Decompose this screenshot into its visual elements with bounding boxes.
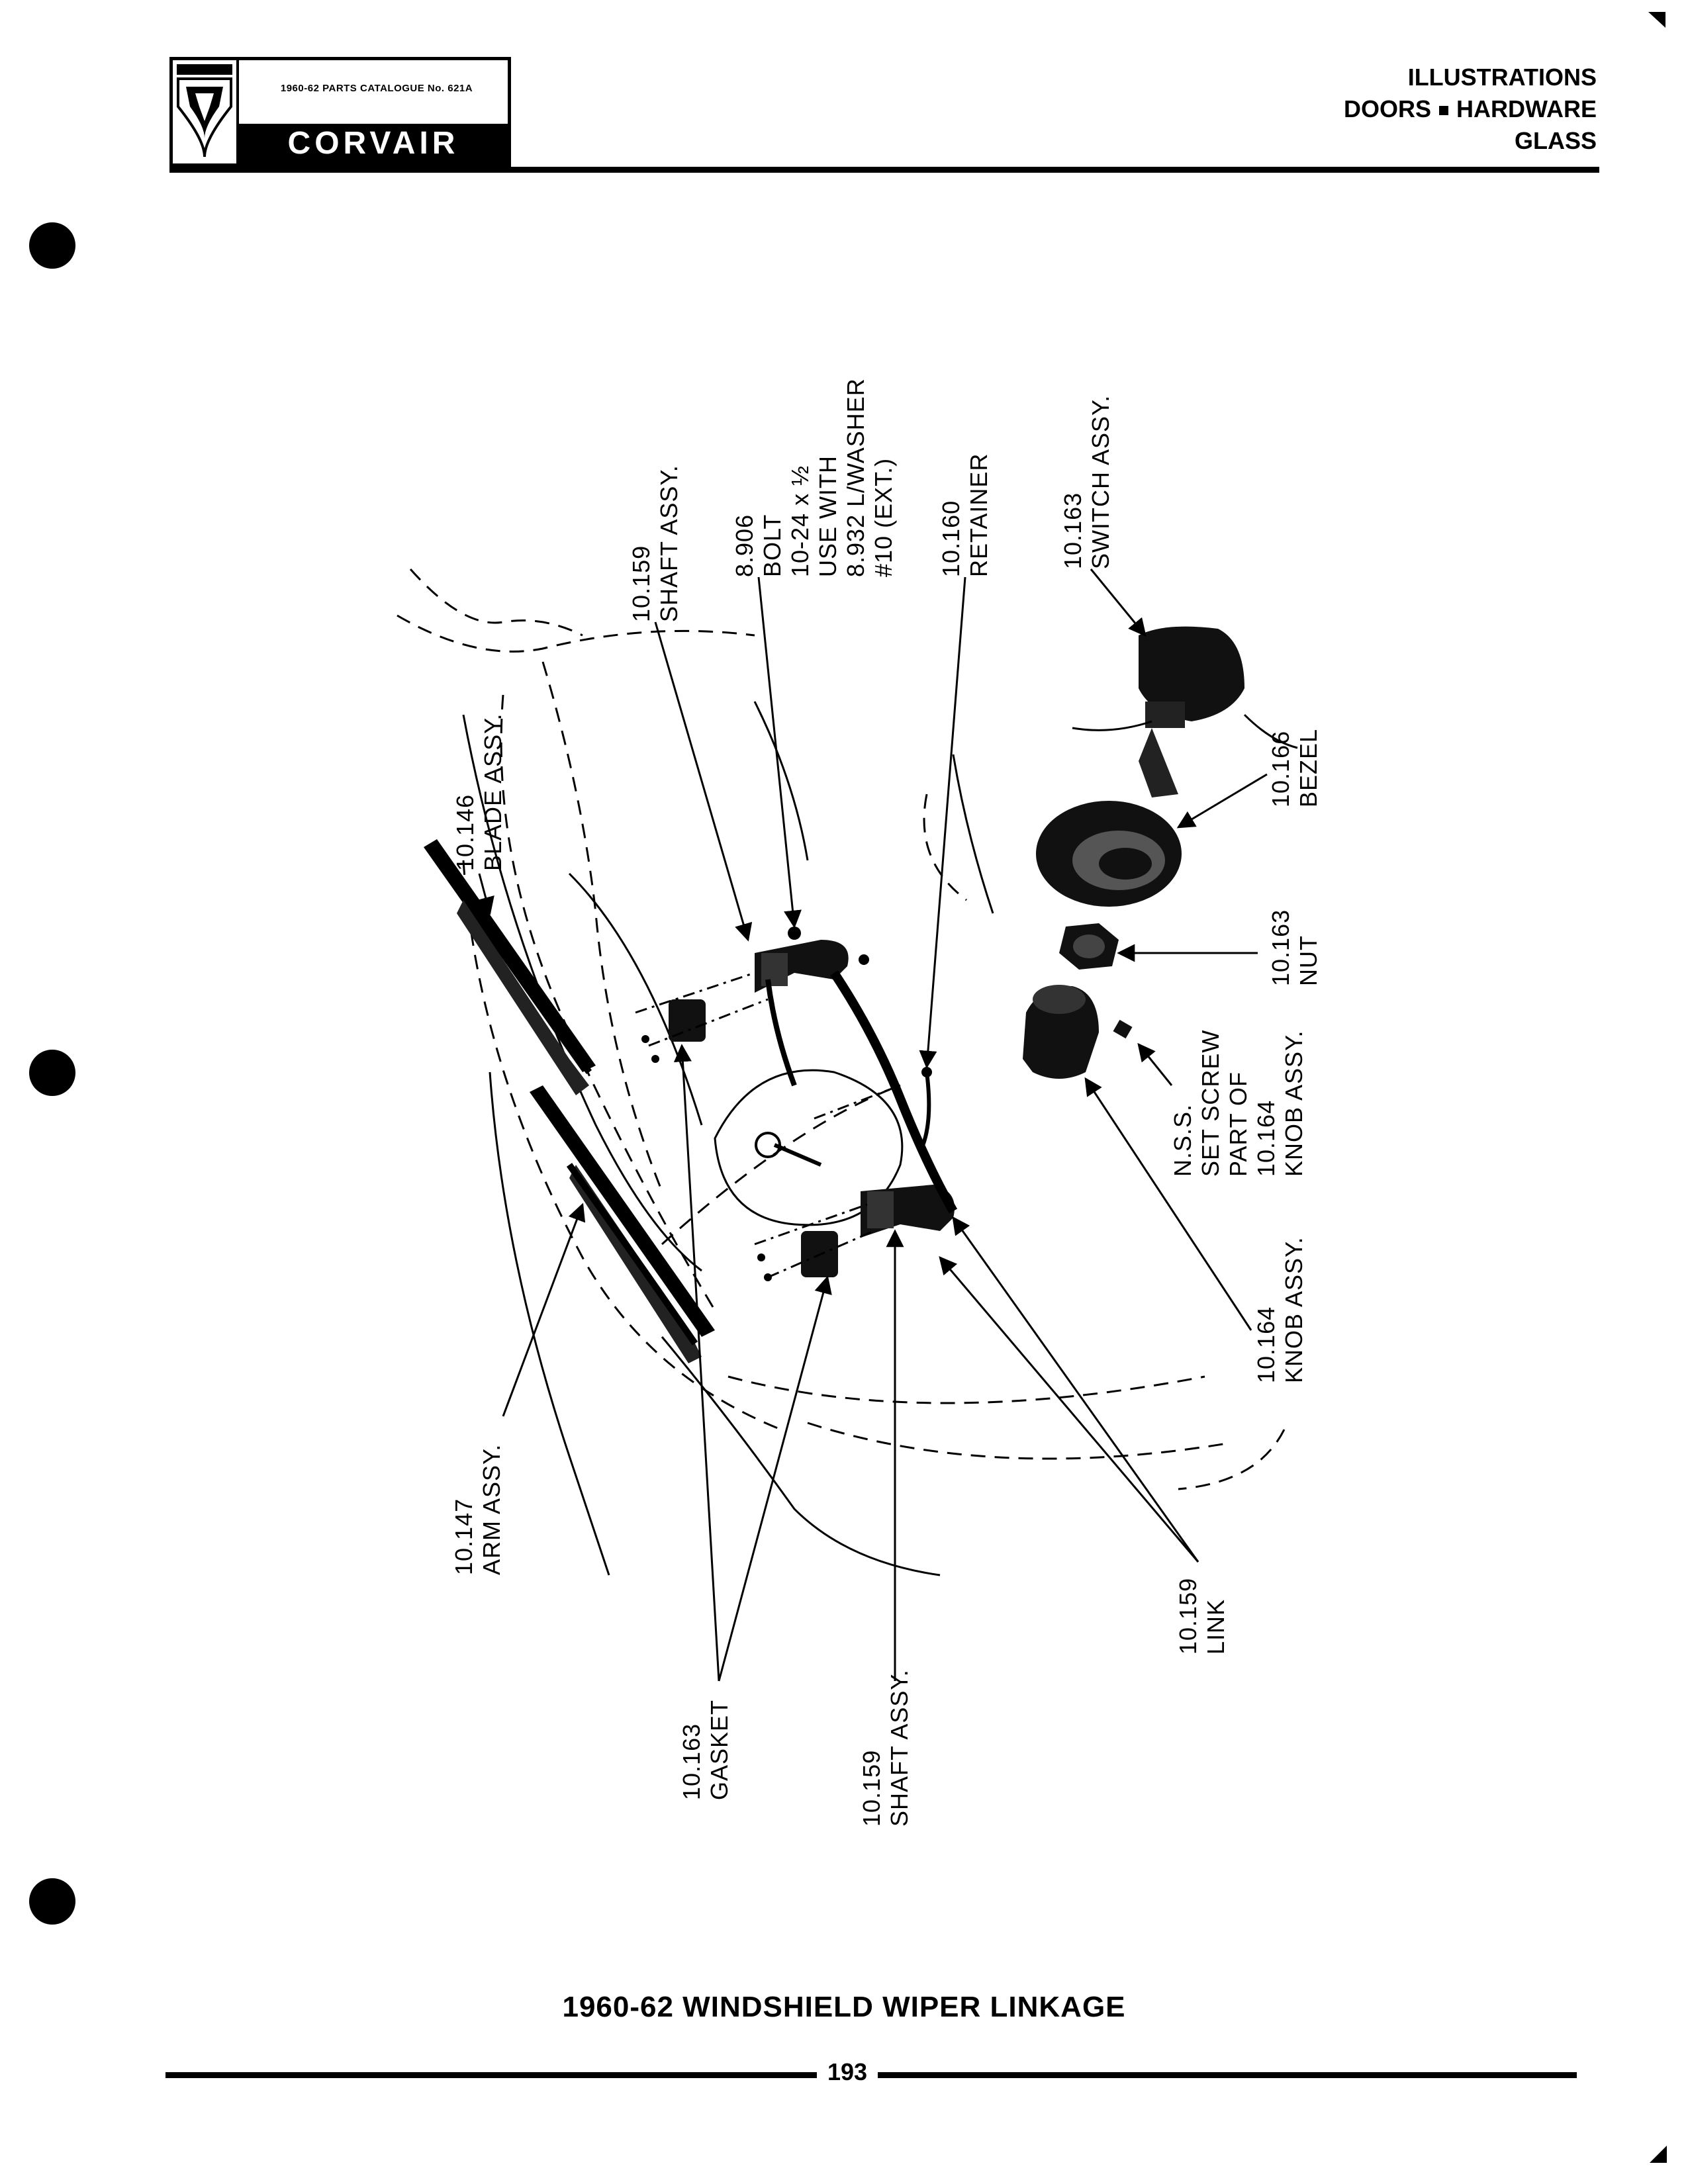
callout-knob-assy: 10.164 KNOB ASSY. (1252, 1237, 1307, 1384)
footer-rule-right (878, 2072, 1577, 2078)
wiper-pivot (755, 1132, 822, 1167)
wiper-arm-lower (566, 1163, 698, 1345)
shaft-assy-lower (801, 1185, 955, 1277)
fastener-dots (641, 954, 932, 1281)
corner-mark-bottom (1650, 2146, 1667, 2163)
nut-drawing (1059, 923, 1119, 970)
callout-part-name: RETAINER (965, 453, 992, 577)
section-illustrations: ILLUSTRATIONS (1407, 64, 1597, 91)
callout-detail: PART OF (1225, 1071, 1252, 1177)
leader-switch (1090, 569, 1147, 637)
shaft-assy-upper (669, 927, 849, 1042)
leader-knob (1084, 1077, 1252, 1331)
callout-detail: KNOB ASSY. (1280, 1030, 1307, 1177)
leader-arm (502, 1203, 586, 1417)
callout-detail: 8.932 L/WASHER (842, 378, 869, 577)
leader-gasket-b (673, 1044, 720, 1682)
callout-switch-assy: 10.163 SWITCH ASSY. (1059, 395, 1114, 570)
callout-part-name: LINK (1202, 1598, 1229, 1655)
callout-arm-assy: 10.147 ARM ASSY. (450, 1444, 505, 1576)
section-doors-hardware: DOORS HARDWARE (1344, 95, 1597, 123)
callout-note: N.S.S. (1169, 1103, 1196, 1177)
callout-part-number: 8.906 (731, 514, 758, 577)
switch-assy-drawing (1072, 626, 1298, 797)
figure-caption: 1960-62 WINDSHIELD WIPER LINKAGE (562, 1991, 1126, 2023)
callout-part-number: 10.160 (937, 500, 964, 577)
callout-detail: 10-24 x ½ (786, 465, 814, 577)
leader-bezel (1176, 773, 1268, 829)
knob-drawing (1023, 985, 1099, 1079)
callout-part-name: BEZEL (1295, 728, 1322, 807)
bezel-drawing (1036, 801, 1182, 907)
brand-band (239, 124, 508, 163)
linkage-bar (830, 970, 958, 1214)
callout-part-number: 10.166 (1267, 730, 1294, 807)
callout-part-number: 10.163 (678, 1723, 705, 1800)
callout-part-name: SHAFT ASSY. (886, 1669, 913, 1827)
leader-set-screw (1137, 1042, 1173, 1086)
callout-gasket: 10.163 GASKET (678, 1700, 733, 1801)
callout-nut: 10.163 NUT (1267, 909, 1322, 987)
section-glass: GLASS (1514, 127, 1597, 154)
callout-retainer: 10.160 RETAINER (937, 453, 992, 578)
callout-part-number: 10.163 (1059, 492, 1086, 569)
callout-part-name: SET SCREW (1197, 1029, 1224, 1177)
callout-part-number: 10.164 (1252, 1099, 1280, 1177)
page-number: 193 (827, 2058, 868, 2085)
linkage-crank (765, 979, 797, 1087)
callout-detail: #10 (EXT.) (870, 457, 897, 577)
leader-bolt (757, 576, 802, 929)
callout-part-number: 10.159 (858, 1749, 885, 1827)
callout-part-number: 10.163 (1267, 909, 1294, 986)
callout-part-name: BLADE ASSY. (479, 713, 506, 871)
callout-part-number: 10.164 (1252, 1306, 1280, 1383)
body-outline-solid (462, 701, 994, 1576)
leader-blade (477, 873, 494, 915)
explode-lines (635, 972, 901, 1279)
leader-gasket-a (718, 1275, 832, 1682)
leader-link-b (952, 1216, 1199, 1563)
leader-shaft-top (654, 621, 753, 942)
callout-part-name: SWITCH ASSY. (1087, 394, 1114, 569)
leader-lines (477, 569, 1268, 1682)
wiper-arm-upper (460, 891, 592, 1074)
callout-part-name: GASKET (706, 1699, 733, 1800)
corvair-logo: 1960-62 PARTS CATALOGUE No. 621A CORVAIR (169, 57, 511, 167)
callout-blade-assy: 10.146 BLADE ASSY. (451, 713, 506, 872)
callout-part-number: 10.146 (451, 794, 479, 871)
callout-part-number: 10.159 (628, 545, 655, 622)
callout-bezel: 10.166 BEZEL (1267, 729, 1322, 808)
callout-part-number: 10.159 (1174, 1577, 1201, 1655)
brand-name: CORVAIR (287, 126, 459, 161)
leader-retainer (919, 576, 966, 1069)
header-rule (169, 167, 1599, 173)
callout-part-number: 10.147 (450, 1498, 477, 1575)
callout-part-name: ARM ASSY. (478, 1443, 505, 1575)
callout-part-name: KNOB ASSY. (1280, 1236, 1307, 1383)
callout-part-name: BOLT (759, 514, 786, 577)
corner-mark-top (1648, 12, 1665, 28)
set-screw-drawing (1113, 1019, 1133, 1039)
leader-link-a (939, 1255, 1199, 1563)
section-doors: DOORS (1343, 95, 1431, 122)
binder-hole-bottom (29, 1878, 75, 1925)
callout-detail: USE WITH (814, 455, 841, 577)
separator-square (1439, 106, 1448, 116)
binder-hole-middle (29, 1050, 75, 1096)
footer-rule-left (165, 2072, 817, 2078)
crest-emblem (173, 60, 239, 163)
callout-part-name: SHAFT ASSY. (655, 465, 682, 622)
catalogue-number: 1960-62 PARTS CATALOGUE No. 621A (280, 83, 473, 94)
callout-part-name: NUT (1295, 935, 1322, 986)
binder-hole-top (29, 222, 75, 269)
section-hardware: HARDWARE (1456, 95, 1597, 122)
